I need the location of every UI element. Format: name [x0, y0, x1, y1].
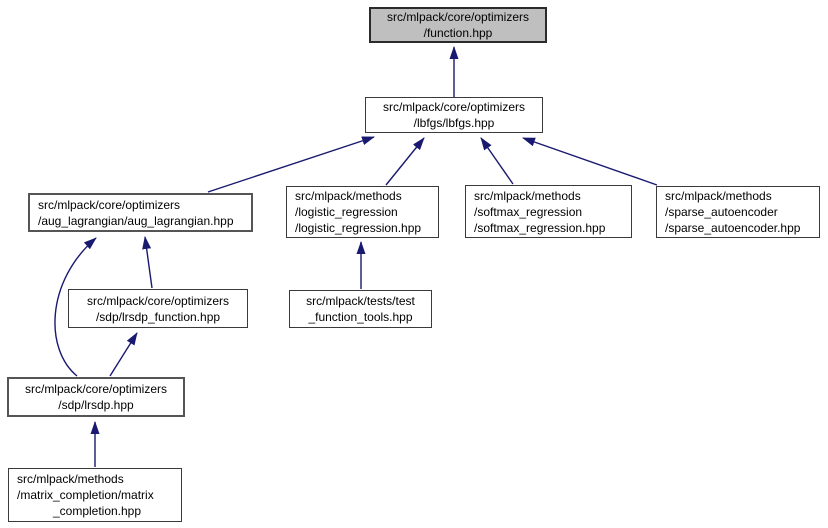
- node-label-line: /function.hpp: [423, 26, 493, 40]
- edge-aug-lagrangian-to-lbfgs: [207, 136, 375, 193]
- node-label-line: src/mlpack/core/optimizers: [86, 293, 230, 308]
- node-lbfgs-hpp[interactable]: src/mlpack/core/optimizers /lbfgs/lbfgs.…: [365, 97, 543, 133]
- node-lrsdp-function-hpp[interactable]: src/mlpack/core/optimizers /sdp/lrsdp_fu…: [68, 289, 248, 328]
- node-label-line: /softmax_regression.hpp: [474, 220, 606, 235]
- node-label-line: /softmax_regression: [474, 204, 583, 219]
- node-sparse-autoencoder-hpp[interactable]: src/mlpack/methods /sparse_autoencoder /…: [656, 186, 820, 238]
- node-label-line: /logistic_regression: [295, 205, 398, 219]
- node-label-line: src/mlpack/core/optimizers: [382, 100, 526, 114]
- node-label-line: src/mlpack/methods: [17, 472, 124, 486]
- node-label-line: _completion.hpp: [52, 504, 142, 518]
- node-label-line: src/mlpack/core/optimizers: [386, 10, 530, 24]
- node-matrix-completion-hpp[interactable]: src/mlpack/methods /matrix_completion/ma…: [8, 468, 182, 522]
- node-label-line: /sparse_autoencoder.hpp: [665, 221, 801, 235]
- edge-sparse-to-lbfgs: [522, 137, 658, 186]
- node-lrsdp-hpp[interactable]: src/mlpack/core/optimizers /sdp/lrsdp.hp…: [7, 377, 185, 417]
- node-label-line: /sparse_autoencoder: [665, 205, 778, 219]
- node-label-line: /matrix_completion/matrix: [17, 488, 154, 502]
- node-function-hpp: src/mlpack/core/optimizers /function.hpp: [369, 7, 547, 43]
- node-logistic-regression-hpp[interactable]: src/mlpack/methods /logistic_regression …: [286, 186, 439, 238]
- edge-lrsdp-function-to-aug-lagrangian: [142, 236, 153, 289]
- node-label-line: /sdp/lrsdp.hpp: [58, 398, 134, 412]
- node-label-line: src/mlpack/methods: [665, 189, 772, 203]
- node-label-line: src/mlpack/tests/test: [306, 294, 415, 308]
- node-label-line: /logistic_regression.hpp: [295, 221, 422, 235]
- node-label-line: /aug_lagrangian/aug_lagrangian.hpp: [38, 213, 234, 228]
- node-softmax-regression-hpp[interactable]: src/mlpack/methods /softmax_regression /…: [465, 185, 632, 238]
- edge-softmax-to-lbfgs: [480, 137, 514, 185]
- node-test-function-tools-hpp[interactable]: src/mlpack/tests/test _function_tools.hp…: [289, 290, 432, 328]
- node-label-line: src/mlpack/core/optimizers: [38, 197, 181, 212]
- edge-logistic-to-lbfgs: [385, 137, 425, 186]
- edge-lrsdp-to-lrsdp-function: [109, 332, 138, 377]
- node-label-line: /sdp/lrsdp_function.hpp: [95, 309, 221, 324]
- node-label-line: src/mlpack/methods: [474, 188, 581, 203]
- node-label-line: /lbfgs/lbfgs.hpp: [413, 116, 495, 130]
- node-aug-lagrangian-hpp[interactable]: src/mlpack/core/optimizers /aug_lagrangi…: [28, 193, 253, 232]
- node-label-line: _function_tools.hpp: [308, 310, 413, 324]
- node-label-line: src/mlpack/methods: [295, 189, 402, 203]
- node-label-line: src/mlpack/core/optimizers: [24, 382, 168, 396]
- edge-lrsdp-to-aug-lagrangian: [54, 237, 97, 377]
